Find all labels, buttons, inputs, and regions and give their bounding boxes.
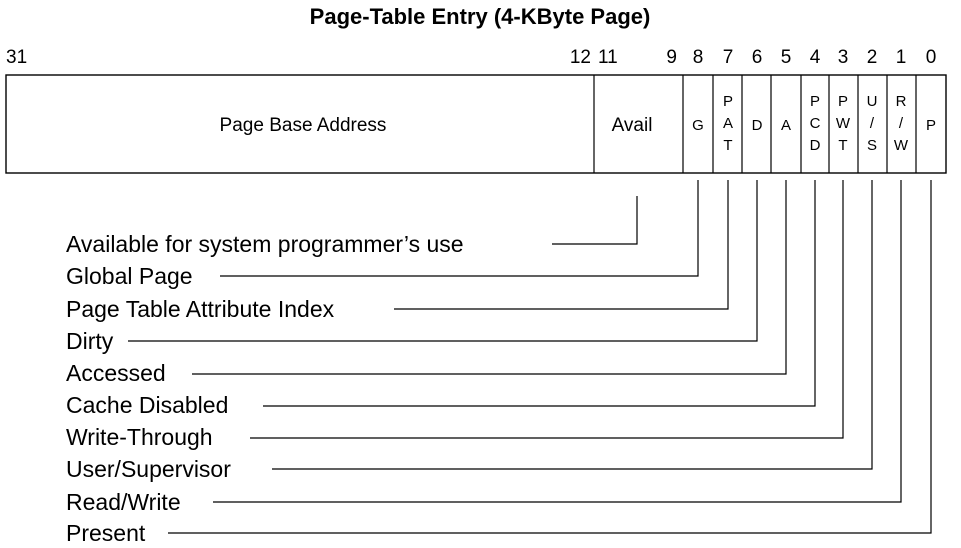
field-pat-char: T	[723, 137, 732, 154]
leader-line-pcd	[263, 180, 816, 407]
leader-line-g	[220, 180, 699, 277]
field-pwt-char: P	[838, 93, 848, 110]
legend-label-user-supervisor: User/Supervisor	[66, 456, 231, 482]
bit-number-5: 5	[781, 47, 792, 68]
leader-line-a	[192, 180, 787, 375]
field-rw: R / W	[894, 93, 909, 154]
field-pat-char: A	[723, 115, 733, 132]
field-pcd-char: P	[810, 93, 820, 110]
field-us: U / S	[867, 93, 878, 154]
field-pat-char: P	[723, 93, 733, 110]
leader-line-d	[128, 180, 758, 342]
bit-number-6: 6	[752, 47, 763, 68]
leader-line-pat	[394, 180, 729, 310]
field-pwt-char: T	[838, 137, 847, 154]
bit-number-11: 11	[598, 47, 618, 68]
field-p: P	[926, 117, 936, 134]
field-pcd-char: D	[810, 137, 821, 154]
field-d: D	[752, 117, 763, 134]
field-a: A	[781, 117, 791, 134]
entry-register: Page Base Address Avail G P A T D A P C …	[5, 74, 947, 174]
field-pcd-char: C	[810, 115, 821, 132]
legend-label-avail: Available for system programmer’s use	[66, 231, 464, 257]
bit-number-12: 12	[570, 47, 591, 68]
field-us-char: /	[870, 115, 875, 132]
legend-label-pat: Page Table Attribute Index	[66, 296, 335, 322]
bit-number-4: 4	[810, 47, 821, 68]
field-legend: Available for system programmer’s use Gl…	[66, 180, 932, 546]
leader-line-p	[168, 180, 932, 534]
legend-label-read-write: Read/Write	[66, 489, 181, 515]
bit-number-2: 2	[867, 47, 878, 68]
field-pwt: P W T	[836, 93, 851, 154]
field-pat: P A T	[723, 93, 733, 154]
legend-label-global-page: Global Page	[66, 263, 193, 289]
legend-label-present: Present	[66, 520, 146, 546]
leader-line-rw	[213, 180, 902, 503]
leader-line-us	[272, 180, 873, 470]
legend-label-accessed: Accessed	[66, 360, 166, 386]
field-rw-char: W	[894, 137, 909, 154]
diagram-title: Page-Table Entry (4-KByte Page)	[310, 4, 651, 29]
bit-number-3: 3	[838, 47, 849, 68]
field-avail: Avail	[612, 115, 653, 136]
bit-number-7: 7	[723, 47, 734, 68]
field-g: G	[692, 117, 704, 134]
field-rw-char: /	[899, 115, 904, 132]
bit-number-9: 9	[666, 47, 677, 68]
field-us-char: U	[867, 93, 878, 110]
leader-line-pwt	[250, 180, 844, 439]
field-page-base-address: Page Base Address	[220, 115, 387, 136]
legend-label-write-through: Write-Through	[66, 424, 213, 450]
legend-label-dirty: Dirty	[66, 328, 114, 354]
bit-number-8: 8	[693, 47, 704, 68]
bit-number-31: 31	[6, 47, 27, 68]
legend-label-cache-disabled: Cache Disabled	[66, 392, 228, 418]
field-us-char: S	[867, 137, 877, 154]
leader-line-avail	[552, 196, 638, 245]
bit-number-row: 31 12 11 9 8 7 6 5 4 3 2 1 0	[6, 47, 936, 68]
field-pwt-char: W	[836, 115, 851, 132]
field-pcd: P C D	[810, 93, 821, 154]
bit-number-1: 1	[896, 47, 907, 68]
register-frame	[5, 74, 947, 174]
field-rw-char: R	[896, 93, 907, 110]
bit-number-0: 0	[926, 47, 937, 68]
